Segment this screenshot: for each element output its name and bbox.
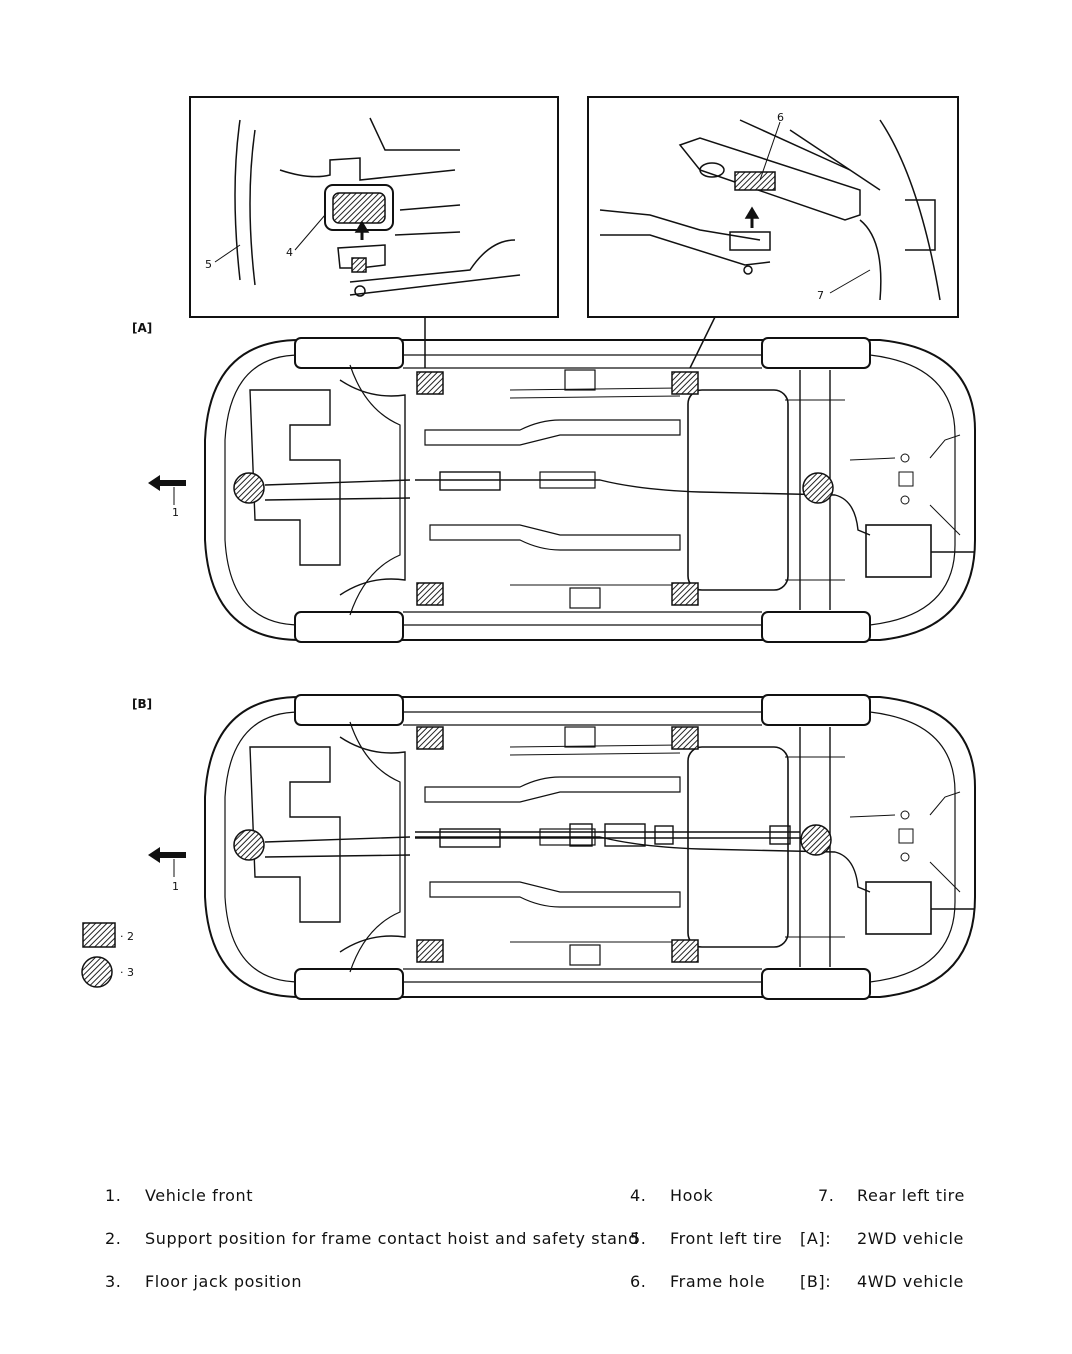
key-label-2: · 2: [120, 930, 134, 943]
callout-6: 6: [777, 111, 784, 124]
legend-text-2: Support position for frame contact hoist…: [145, 1229, 639, 1248]
support-position-marker: [416, 726, 444, 750]
symbol-key: · 2 · 3: [81, 922, 134, 988]
support-position-marker: [671, 726, 699, 750]
legend-text-a: 2WD vehicle: [857, 1229, 964, 1248]
front-hook-detail-inset: [189, 96, 559, 368]
support-position-marker: [671, 582, 699, 606]
vehicle-front-arrow-icon: [148, 475, 186, 505]
vehicle-front-arrow-icon: [148, 847, 186, 877]
legend-text-6: Frame hole: [670, 1272, 766, 1291]
key-label-3: · 3: [120, 966, 134, 979]
support-position-marker: [416, 582, 444, 606]
support-position-marker: [416, 371, 444, 395]
support-position-marker: [671, 371, 699, 395]
vehicle-underbody-diagram: 5 4 6 7 [A] 1 [B]: [81, 96, 976, 1000]
vehicle-2wd-underbody: [204, 337, 976, 643]
legend-text-3: Floor jack position: [145, 1272, 303, 1291]
callout-5: 5: [205, 258, 212, 271]
legend-text-b: 4WD vehicle: [857, 1272, 964, 1291]
legend-num-5: 5.: [630, 1229, 647, 1248]
support-position-marker: [416, 939, 444, 963]
legend-num-3: 3.: [105, 1272, 122, 1291]
vehicle-4wd-underbody: [204, 694, 976, 1000]
callout-1: 1: [172, 506, 179, 519]
floor-jack-marker: [800, 824, 832, 856]
legend-text-5: Front left tire: [670, 1229, 783, 1248]
legend-text-1: Vehicle front: [145, 1186, 254, 1205]
legend-num-7: 7.: [818, 1186, 835, 1205]
panel-b-tag: [B]: [132, 697, 152, 711]
support-position-symbol: [82, 922, 116, 948]
legend-num-4: 4.: [630, 1186, 647, 1205]
panel-a-tag: [A]: [132, 321, 152, 335]
legend-tag-a: [A]:: [800, 1229, 832, 1248]
callout-1: 1: [172, 880, 179, 893]
floor-jack-symbol: [81, 956, 113, 988]
legend-tag-b: [B]:: [800, 1272, 832, 1291]
callout-4: 4: [286, 246, 293, 259]
legend-num-6: 6.: [630, 1272, 647, 1291]
floor-jack-marker: [802, 472, 834, 504]
floor-jack-marker: [233, 472, 265, 504]
floor-jack-marker: [233, 829, 265, 861]
legend-num-1: 1.: [105, 1186, 122, 1205]
support-position-marker: [671, 939, 699, 963]
legend-num-2: 2.: [105, 1229, 122, 1248]
rear-frame-hole-detail-inset: [587, 96, 959, 369]
callout-7: 7: [817, 289, 824, 302]
legend-text-4: Hook: [670, 1186, 714, 1205]
legend-text-7: Rear left tire: [857, 1186, 965, 1205]
legend: 1. Vehicle front 4. Hook 7. Rear left ti…: [0, 1170, 1072, 1320]
